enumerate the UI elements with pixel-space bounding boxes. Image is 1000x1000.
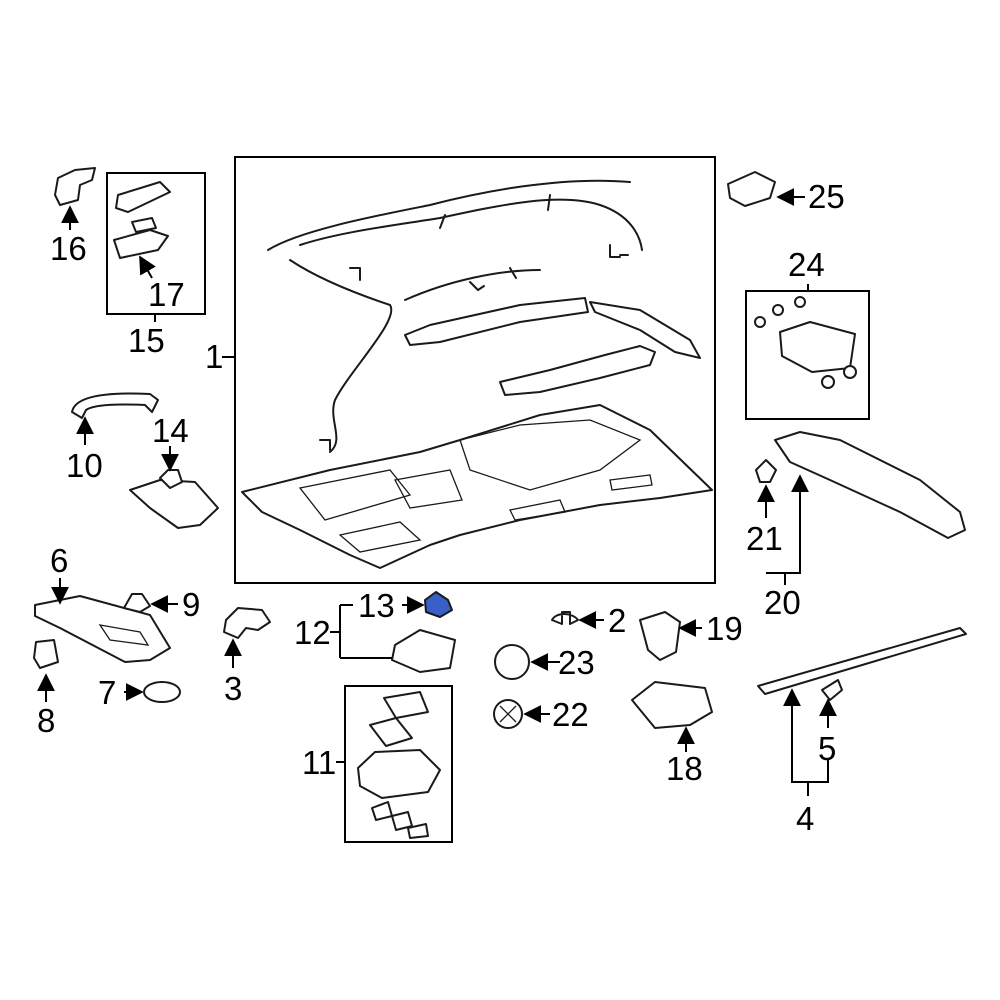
part-11-group [336,685,453,843]
callout-12: 12 [294,614,331,651]
part-6-mirror-drawing [98,624,150,646]
part-13-highlighted-drawing [424,591,453,618]
part-24-screw-3 [794,296,806,308]
part-9-holder-drawing [123,593,151,613]
headliner-assembly-group [222,156,716,584]
callout-13: 13 [358,587,395,624]
part-24-knob-2 [843,365,857,379]
part-24-knob-1 [821,375,835,389]
part-7-cap-drawing [143,681,181,703]
part-11-plate-drawing [369,717,413,747]
callout-labels: 1 2 3 4 5 6 7 8 9 10 11 12 13 14 15 16 1… [37,178,845,837]
part-24-screw-1 [754,316,766,328]
callout-19: 19 [706,610,743,647]
callout-11: 11 [302,744,336,781]
callout-1: 1 [205,338,223,375]
part-10-grip-drawing [71,392,159,419]
callout-3: 3 [224,670,242,707]
part-14-mount-drawing [129,479,219,529]
part-16-drawing [54,167,96,206]
wire-clips-drawing [319,244,629,451]
wire-harness-drawing [267,179,643,453]
rear-bracket-drawing [589,301,701,359]
part-11-lens-drawing [383,691,429,719]
part-20-rail-drawing [774,431,966,539]
callout-4: 4 [796,800,814,837]
part-11-bulbs-drawing [371,801,429,839]
callout-17: 17 [148,276,185,313]
callout-23: 23 [558,644,595,681]
part-17-lens-drawing [131,217,157,233]
callout-16: 16 [50,230,87,267]
callout-9: 9 [182,586,200,623]
part-5-clip-drawing [821,679,843,701]
part-11-housing-drawing [357,749,441,799]
callout-2: 2 [608,602,626,639]
part-3-clip-drawing [223,607,271,639]
front-bracket-drawing [404,297,589,346]
part-17-lower-drawing [113,229,169,259]
part-24-group [745,284,870,420]
part-8-clip-drawing [33,639,59,669]
callout-14: 14 [152,412,189,449]
part-11-box [344,685,453,843]
part-19-connector-drawing [639,611,681,661]
vanity-box-group [54,167,206,322]
headliner-openings-drawing [298,419,653,553]
part-4-garnish-drawing [757,627,967,695]
part-24-screw-2 [772,304,784,316]
callout-20: 20 [764,584,801,621]
callout-8: 8 [37,702,55,739]
part-17-leader [139,255,156,279]
mid-bracket-drawing [499,345,656,396]
part-18-housing-drawing [631,681,713,729]
callout-6: 6 [50,542,68,579]
callout-10: 10 [66,447,103,484]
part-23-grommet-drawing [494,644,530,680]
part-17-upper-drawing [115,181,171,213]
callout-7: 7 [98,674,116,711]
part-12-bracket-drawing [391,629,456,673]
callout-25: 25 [808,178,845,215]
part-25-lamp-drawing [727,171,776,207]
callout-24: 24 [788,246,825,283]
part-4-leader [783,688,829,783]
callout-22: 22 [552,696,589,733]
callout-21: 21 [746,520,783,557]
part-21-clip-drawing [755,459,777,483]
callout-5: 5 [818,730,836,767]
headliner-panel-drawing [241,404,713,569]
headliner-box [234,156,716,584]
part-20-leader [766,474,809,574]
part-22-cross-drawing [499,705,517,723]
callout-18: 18 [666,750,703,787]
part-24-console-drawing [779,321,856,373]
part-2-clip-drawing [551,611,579,625]
callout-15: 15 [128,322,165,359]
